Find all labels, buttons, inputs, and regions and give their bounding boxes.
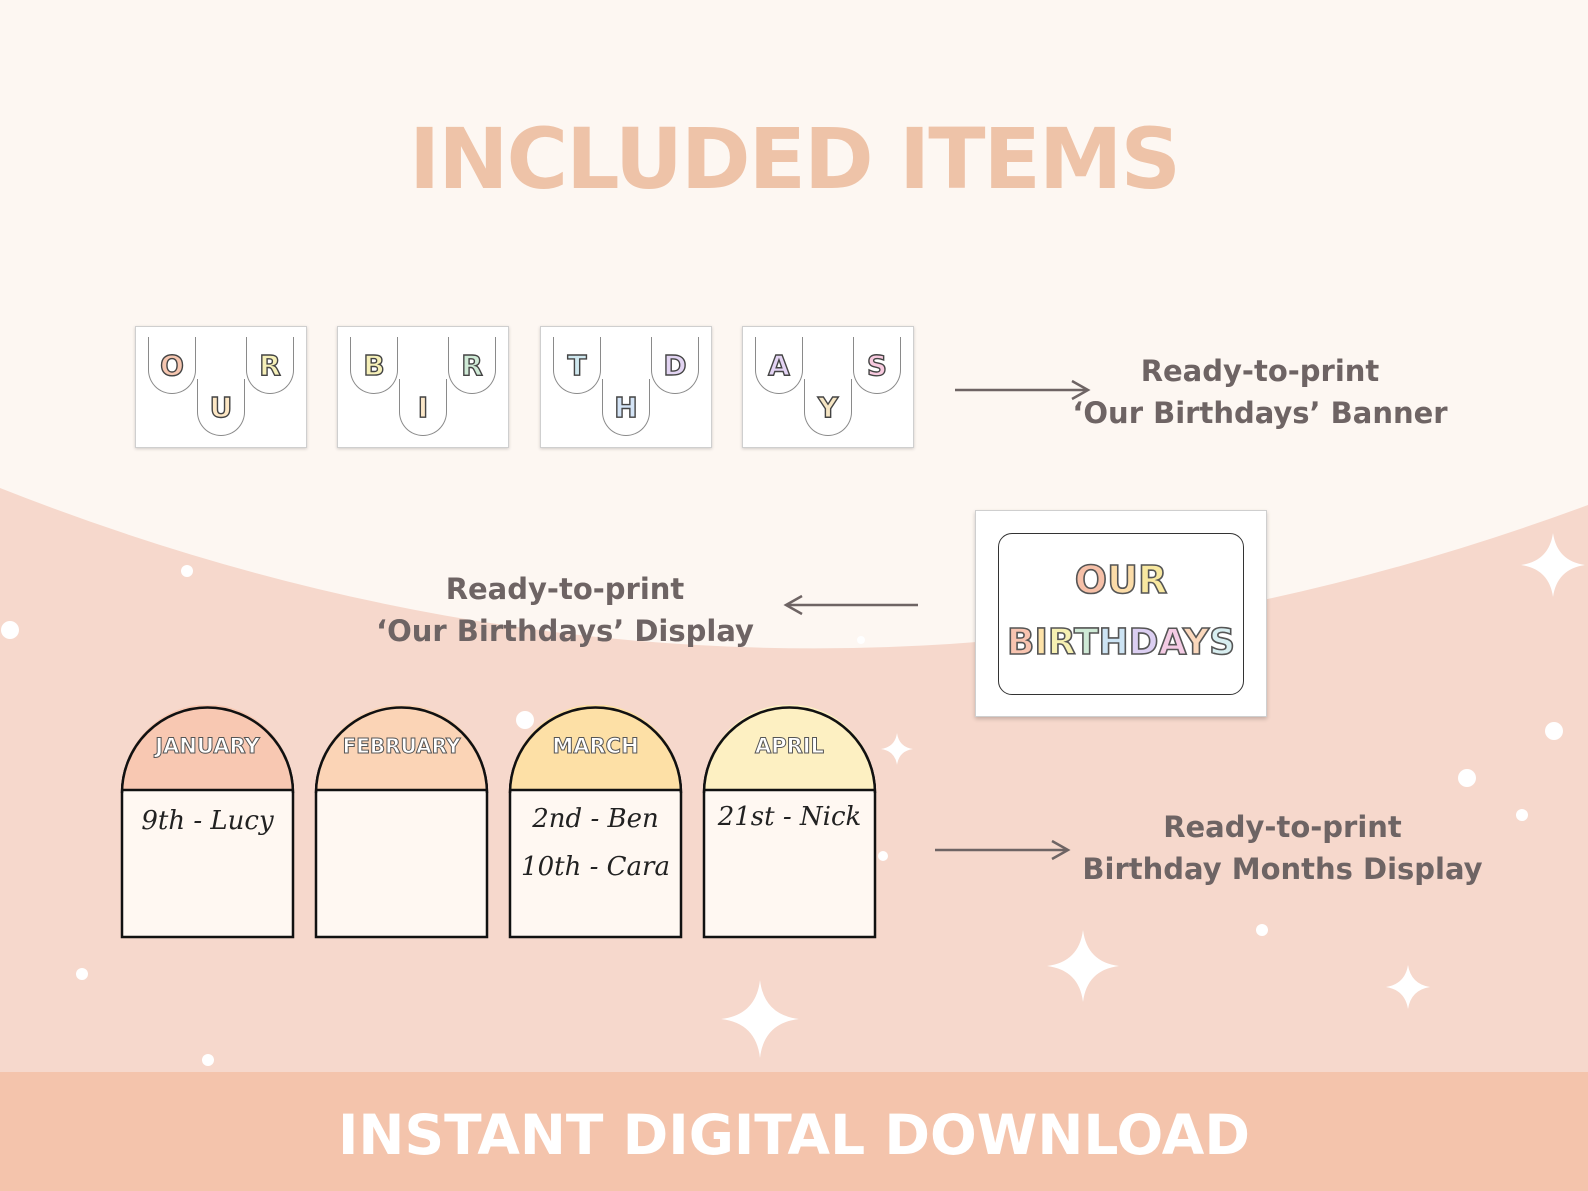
month-card-march: MARCH [508, 705, 683, 939]
month-name: JANUARY [153, 734, 260, 758]
banner-letter: R [259, 348, 282, 382]
sparkle-dot [1, 621, 19, 639]
months-label-line2: Birthday Months Display [1082, 852, 1483, 886]
our-birthdays-display-card: OUR BIRTHDAYS [975, 510, 1267, 717]
sparkle-dot [878, 851, 888, 861]
sparkle-star-icon [721, 980, 799, 1058]
banner-letter: T [567, 348, 588, 382]
banner-flag: S [853, 337, 901, 394]
banner-card: O U R [135, 326, 307, 448]
banner-flag: H [602, 379, 650, 436]
sparkle-dot [1256, 924, 1268, 936]
banner-flag: D [651, 337, 699, 394]
display-label: Ready-to-print ‘Our Birthdays’ Display [345, 568, 785, 652]
sparkle-dot [181, 565, 193, 577]
sparkle-dot [1458, 769, 1476, 787]
display-letter: D [1128, 621, 1159, 664]
display-letter: Y [1182, 621, 1210, 664]
display-letter: A [1158, 621, 1184, 664]
display-frame: OUR BIRTHDAYS [998, 533, 1244, 695]
month-card-april: APRIL [702, 705, 877, 939]
banner-letter: I [417, 390, 429, 424]
banner-letter: H [614, 390, 639, 424]
banner-letter: O [159, 348, 184, 382]
sparkle-dot [516, 711, 534, 729]
display-letter: B [1006, 621, 1035, 664]
arrow-right-icon [955, 379, 1091, 401]
birthday-entry: 2nd - Ben [532, 804, 659, 834]
birthday-entry: 10th - Cara [521, 852, 670, 882]
months-label: Ready-to-print Birthday Months Display [1050, 806, 1515, 890]
month-card-header [510, 705, 681, 790]
banner-letter: S [866, 348, 888, 382]
arrow-left-icon [783, 594, 918, 616]
banner-flag: Y [804, 379, 852, 436]
display-line2: BIRTHDAYS [999, 621, 1243, 664]
banner-letter: B [363, 348, 386, 382]
month-card-february: FEBRUARY [314, 705, 489, 939]
sparkle-star-icon [1521, 533, 1585, 597]
month-card-january: JANUARY [120, 705, 295, 939]
banner-label: Ready-to-print ‘Our Birthdays’ Banner [1040, 350, 1480, 434]
month-name: APRIL [755, 734, 824, 758]
banner-flag: B [350, 337, 398, 394]
months-label-line1: Ready-to-print [1163, 810, 1402, 844]
sparkle-star-icon [1386, 965, 1430, 1009]
banner-label-line2: ‘Our Birthdays’ Banner [1072, 396, 1448, 430]
birthday-entry: 9th - Lucy [141, 806, 274, 836]
display-line1: OUR [999, 557, 1243, 603]
footer-text: INSTANT DIGITAL DOWNLOAD [337, 1103, 1251, 1167]
sparkle-dot [76, 968, 88, 980]
display-letter: O [1074, 557, 1108, 603]
banner-card: T H D [540, 326, 712, 448]
banner-card: A Y S [742, 326, 914, 448]
month-card-header [316, 705, 487, 790]
banner-flag: O [148, 337, 196, 394]
display-letter: S [1208, 621, 1236, 664]
month-name: MARCH [552, 734, 638, 758]
sparkle-dot [1516, 809, 1528, 821]
sparkle-star-icon [1047, 930, 1119, 1002]
birthday-entry: 21st - Nick [717, 802, 862, 832]
display-label-line1: Ready-to-print [445, 572, 685, 606]
banner-flag: I [399, 379, 447, 436]
month-card-header [704, 705, 875, 790]
banner-flag: R [246, 337, 294, 394]
banner-letter: U [209, 390, 233, 424]
banner-flag: T [553, 337, 601, 394]
sparkle-dot [202, 1054, 214, 1066]
arrow-right-icon [935, 839, 1071, 861]
month-name: FEBRUARY [343, 734, 461, 758]
display-letter: H [1098, 621, 1130, 664]
banner-letter: A [767, 348, 790, 382]
sparkle-star-icon [881, 733, 913, 765]
banner-flag: A [755, 337, 803, 394]
sparkle-dot [857, 636, 865, 644]
banner-flag: U [197, 379, 245, 436]
banner-letter: D [663, 348, 688, 382]
month-card-header [122, 705, 293, 790]
display-letter: R [1137, 557, 1168, 603]
banner-label-line1: Ready-to-print [1140, 354, 1380, 388]
display-label-line2: ‘Our Birthdays’ Display [376, 614, 754, 648]
display-letter: U [1106, 557, 1138, 603]
banner-letter: R [461, 348, 484, 382]
banner-flag: R [448, 337, 496, 394]
sparkle-dot [1545, 722, 1563, 740]
banner-letter: Y [817, 390, 839, 424]
display-letter: R [1047, 621, 1075, 664]
banner-card: B I R [337, 326, 509, 448]
display-letter: I [1034, 621, 1049, 664]
page-title: INCLUDED ITEMS [408, 110, 1181, 208]
footer-bar [0, 1072, 1588, 1191]
display-letter: T [1073, 621, 1099, 664]
